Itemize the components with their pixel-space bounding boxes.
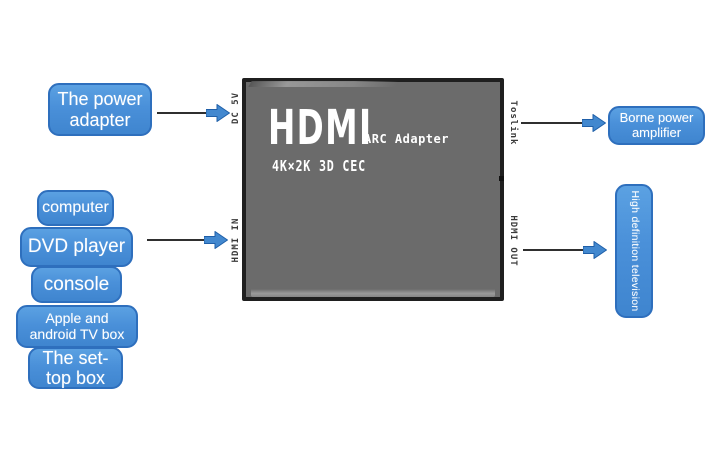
hdmi-out-to-tv-line <box>523 249 584 251</box>
arrow-right-icon <box>583 241 607 259</box>
arrow-right-icon <box>582 114 606 132</box>
power-to-adapter-line <box>157 112 207 114</box>
arrow-right-icon <box>204 231 228 249</box>
device-features-label: 4K×2K 3D CEC <box>272 157 366 175</box>
television-node-label: High definition television <box>628 190 641 312</box>
console-node: console <box>31 266 122 303</box>
device-brand-label: HDMI <box>268 100 373 156</box>
device-model-label: ARC Adapter <box>364 132 449 146</box>
port-label-toslink: Toslink <box>508 100 518 146</box>
hdmi-arc-adapter-device: HDMI ARC Adapter 4K×2K 3D CEC <box>242 78 504 301</box>
device-bottom-highlight <box>251 289 495 297</box>
port-label-hdmi-out: HDMI OUT <box>508 215 518 267</box>
computer-node: computer <box>37 190 114 226</box>
arrow-right-icon <box>206 104 230 122</box>
apple-android-tv-box-node: Apple and android TV box <box>16 305 138 348</box>
dvd-player-node: DVD player <box>20 227 133 267</box>
port-label-dc-5v: DC 5V <box>231 91 241 125</box>
port-label-hdmi-in: HDMI IN <box>231 217 241 263</box>
device-top-highlight <box>248 81 400 87</box>
toslink-to-amplifier-line <box>521 122 583 124</box>
power-adapter-node: The power adapter <box>48 83 152 136</box>
amplifier-node: Borne power amplifier <box>608 106 705 145</box>
set-top-box-node: The set-top box <box>28 347 123 389</box>
device-edge-dot <box>499 176 504 181</box>
television-node: High definition television <box>615 184 653 318</box>
sources-to-hdmi-in-line <box>147 239 205 241</box>
